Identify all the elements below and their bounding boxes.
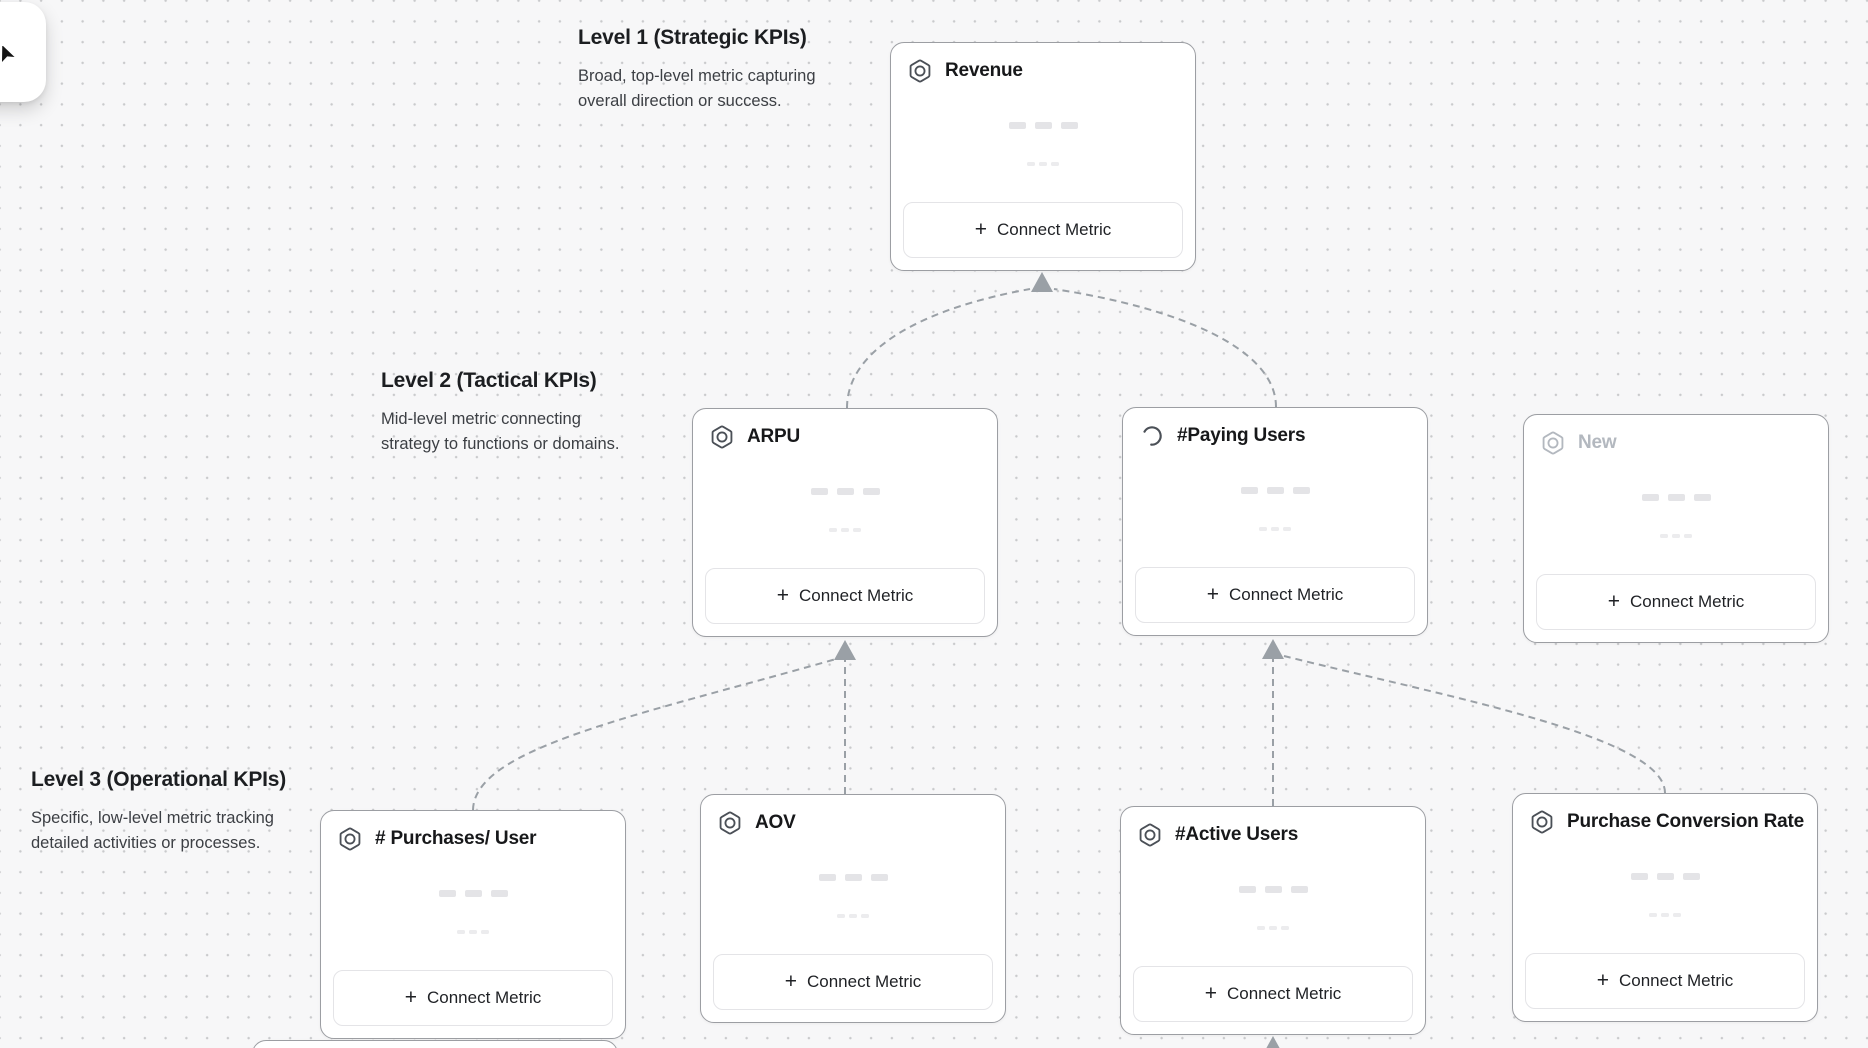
connect-metric-button[interactable]: + Connect Metric <box>713 954 993 1010</box>
metric-card-revenue[interactable]: Revenue + Connect Metric <box>890 42 1196 271</box>
connect-metric-label: Connect Metric <box>1629 592 1745 611</box>
arrowhead-activeusers <box>1266 1036 1280 1048</box>
level-2-description: Mid-level metric connecting strategy to … <box>381 410 620 453</box>
level-3-label: Level 3 (Operational KPIs) Specific, low… <box>31 768 299 856</box>
plus-icon: + <box>776 583 789 607</box>
metric-card-purchase-conversion-rate[interactable]: Purchase Conversion Rate + Connect Metri… <box>1512 793 1818 1022</box>
card-title: New <box>1578 432 1617 453</box>
card-title: Purchase Conversion Rate <box>1567 811 1805 832</box>
connect-metric-button[interactable]: + Connect Metric <box>333 970 613 1026</box>
plus-icon: + <box>1206 582 1219 606</box>
metric-card-arpu[interactable]: ARPU + Connect Metric <box>692 408 998 637</box>
connect-metric-label: Connect Metric <box>806 972 922 991</box>
card-header: ARPU <box>709 424 800 450</box>
card-header: #Active Users <box>1137 822 1298 848</box>
tool-palette[interactable] <box>0 2 46 102</box>
arrowhead-arpu <box>834 640 856 660</box>
connect-metric-button[interactable]: + Connect Metric <box>903 202 1183 258</box>
connect-metric-label: Connect Metric <box>1618 971 1734 990</box>
arrowhead-revenue <box>1031 272 1053 292</box>
connector-pcr-payingusers <box>1283 655 1666 794</box>
metric-card-new[interactable]: New + Connect Metric <box>1523 414 1829 643</box>
card-header: Purchase Conversion Rate <box>1529 809 1804 835</box>
metric-hexagon-icon <box>1540 430 1566 456</box>
metric-hexagon-icon <box>709 424 735 450</box>
plus-icon: + <box>1204 981 1217 1005</box>
card-title: AOV <box>755 812 796 833</box>
metric-card-partial[interactable] <box>252 1040 618 1048</box>
card-title: ARPU <box>747 426 801 447</box>
plus-icon: + <box>404 985 417 1009</box>
connect-metric-button[interactable]: + Connect Metric <box>1525 953 1805 1009</box>
connector-purchases-arpu <box>472 658 837 811</box>
level-1-description: Broad, top-level metric capturing overal… <box>578 67 816 110</box>
card-title: Revenue <box>945 60 1023 81</box>
metric-card-active-users[interactable]: #Active Users + Connect Metric <box>1120 806 1426 1035</box>
metric-card-aov[interactable]: AOV + Connect Metric <box>700 794 1006 1023</box>
level-3-title: Level 3 (Operational KPIs) <box>31 768 287 791</box>
plus-icon: + <box>784 969 797 993</box>
connect-metric-button[interactable]: + Connect Metric <box>1133 966 1413 1022</box>
metric-hexagon-icon <box>717 810 743 836</box>
cursor-icon <box>0 45 18 66</box>
connect-metric-button[interactable]: + Connect Metric <box>705 568 985 624</box>
connect-metric-label: Connect Metric <box>1228 585 1344 604</box>
connect-metric-label: Connect Metric <box>1226 984 1342 1003</box>
connect-metric-button[interactable]: + Connect Metric <box>1135 567 1415 623</box>
connector-arpu-revenue <box>846 288 1031 409</box>
card-title: #Paying Users <box>1177 425 1306 446</box>
metric-hexagon-icon <box>1529 809 1555 835</box>
level-2-title: Level 2 (Tactical KPIs) <box>381 369 597 392</box>
connect-metric-label: Connect Metric <box>426 988 542 1007</box>
metric-hexagon-icon <box>1137 822 1163 848</box>
card-header: New <box>1540 430 1617 456</box>
connect-metric-label: Connect Metric <box>996 220 1112 239</box>
card-title: #Active Users <box>1175 824 1299 845</box>
level-3-description: Specific, low-level metric tracking deta… <box>31 809 274 852</box>
metric-card-paying-users[interactable]: #Paying Users + Connect Metric <box>1122 407 1428 636</box>
plus-icon: + <box>1607 589 1620 613</box>
card-header: # Purchases/ User <box>337 826 537 852</box>
arrowhead-payingusers <box>1262 639 1284 659</box>
card-title: # Purchases/ User <box>375 828 537 849</box>
level-1-label: Level 1 (Strategic KPIs) Broad, top-leve… <box>578 26 836 114</box>
metric-card-purchases-per-user[interactable]: # Purchases/ User + Connect Metric <box>320 810 626 1039</box>
connect-metric-label: Connect Metric <box>798 586 914 605</box>
card-header: #Paying Users <box>1139 423 1306 449</box>
spinner-icon <box>1139 423 1165 449</box>
connect-metric-button[interactable]: + Connect Metric <box>1536 574 1816 630</box>
metric-hexagon-icon <box>337 826 363 852</box>
card-header: AOV <box>717 810 796 836</box>
level-2-label: Level 2 (Tactical KPIs) Mid-level metric… <box>381 369 623 457</box>
plus-icon: + <box>1596 968 1609 992</box>
connector-payingusers-revenue <box>1053 288 1277 408</box>
card-header: Revenue <box>907 58 1023 84</box>
plus-icon: + <box>974 217 987 241</box>
metric-hexagon-icon <box>907 58 933 84</box>
level-1-title: Level 1 (Strategic KPIs) <box>578 26 807 49</box>
